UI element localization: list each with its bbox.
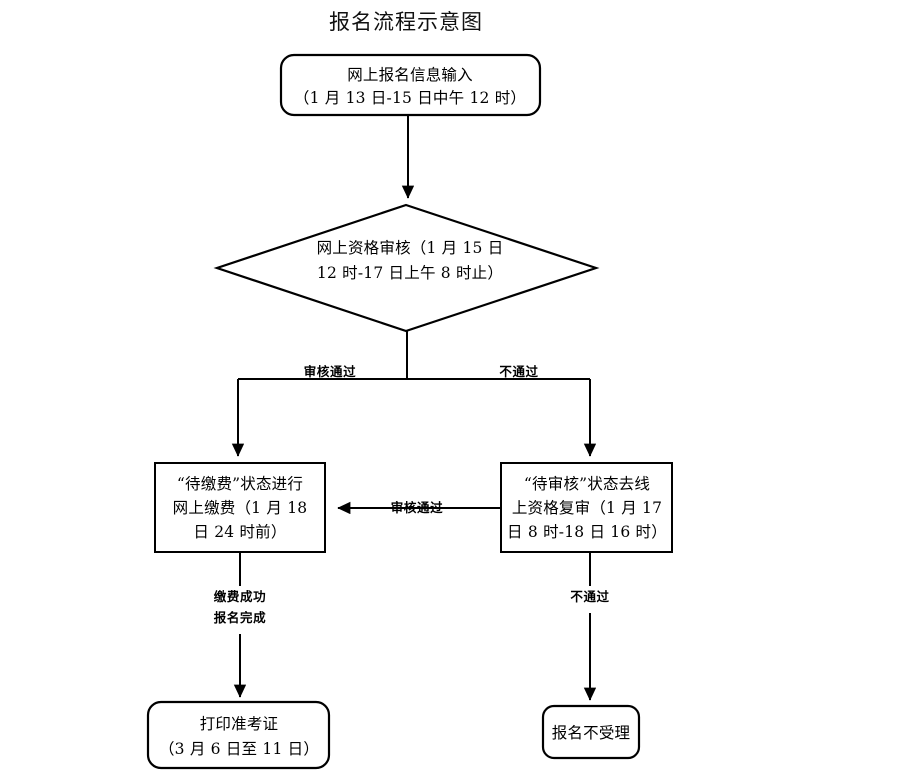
node-recheck[interactable]: “待审核”状态去线 上资格复审（1 月 17 日 8 时-18 日 16 时）: [500, 462, 673, 553]
node-rejected-shape: [541, 704, 641, 760]
node-pay-line3: 日 24 时前）: [193, 523, 286, 541]
node-start-line1: 网上报名信息输入: [347, 66, 473, 84]
node-start-shape: [279, 53, 542, 117]
node-ticket-shape: [146, 700, 331, 770]
edge-label-review-fail: 不通过: [499, 364, 538, 379]
page-title: 报名流程示意图: [329, 10, 483, 34]
node-pay[interactable]: “待缴费”状态进行 网上缴费（1 月 18 日 24 时前）: [154, 462, 326, 553]
node-ticket-line1: 打印准考证: [200, 715, 279, 733]
edge-label-pay-done-line1: 缴费成功: [214, 589, 266, 604]
node-start-line2: （1 月 13 日-15 日中午 12 时）: [294, 89, 526, 107]
node-recheck-line2: 上资格复审（1 月 17: [512, 499, 662, 517]
node-ticket[interactable]: 打印准考证 （3 月 6 日至 11 日）: [146, 700, 331, 770]
node-ticket-line2: （3 月 6 日至 11 日）: [159, 740, 319, 758]
node-rejected-line1: 报名不受理: [552, 724, 631, 742]
edge-label-pay-done-line2: 报名完成: [214, 610, 266, 625]
node-pay-line1: “待缴费”状态进行: [177, 475, 303, 493]
node-review-line1: 网上资格审核（1 月 15 日: [317, 239, 504, 257]
edge-label-recheck-pass: 审核通过: [391, 500, 443, 515]
node-pay-shape: [154, 462, 326, 553]
node-recheck-line1: “待审核”状态去线: [524, 475, 650, 493]
node-recheck-line3: 日 8 时-18 日 16 时）: [507, 523, 667, 541]
node-review[interactable]: 网上资格审核（1 月 15 日 12 时-17 日上午 8 时止）: [213, 203, 600, 333]
node-rejected[interactable]: 报名不受理: [541, 704, 641, 760]
edge-label-recheck-fail: 不通过: [570, 589, 609, 604]
edge-label-review-pass: 审核通过: [304, 364, 356, 379]
node-review-line2: 12 时-17 日上午 8 时止）: [317, 264, 503, 282]
node-pay-line2: 网上缴费（1 月 18: [173, 499, 308, 517]
node-start[interactable]: 网上报名信息输入 （1 月 13 日-15 日中午 12 时）: [279, 53, 542, 117]
